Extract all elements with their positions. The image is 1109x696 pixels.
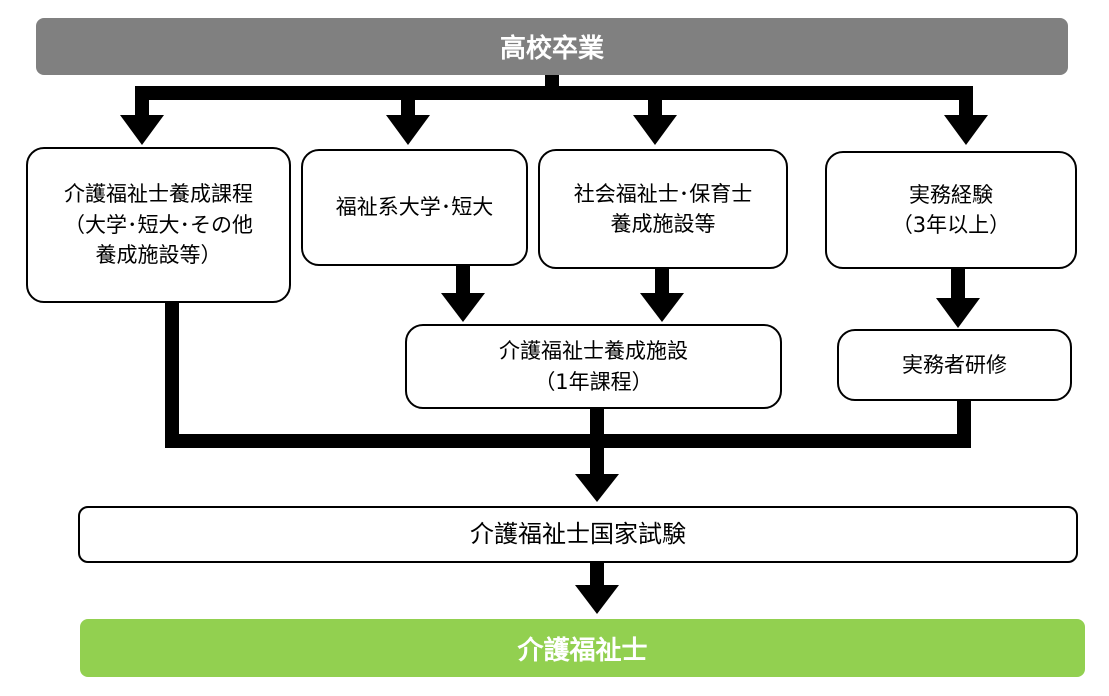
certified-care-worker-bar: 介護福祉士 (80, 619, 1085, 677)
national-exam-box: 介護福祉士国家試験 (78, 506, 1078, 563)
connector-line (959, 86, 973, 116)
connector-line (590, 561, 604, 587)
connector-line (951, 267, 965, 299)
route-label: 社会福祉士･保育士 養成施設等 (573, 181, 753, 236)
connector-line (401, 86, 415, 116)
connector-line (456, 265, 470, 295)
connector-line (165, 434, 971, 448)
route-welfare-university: 福祉系大学･短大 (301, 149, 528, 266)
intermediate-label: 実務者研修 (902, 352, 1007, 377)
arrow-down-icon (441, 293, 485, 322)
connector-line (135, 86, 973, 100)
arrow-down-icon (575, 474, 619, 502)
arrow-down-icon (936, 298, 980, 328)
connector-line (957, 399, 971, 448)
national-exam-label: 介護福祉士国家試験 (470, 520, 686, 549)
high-school-graduation-bar: 高校卒業 (36, 18, 1068, 75)
arrow-down-icon (944, 115, 988, 145)
connector-line (590, 407, 604, 477)
connector-line (655, 267, 669, 295)
route-social-worker-nursery-training: 社会福祉士･保育士 養成施設等 (538, 149, 788, 269)
certified-care-worker-label: 介護福祉士 (517, 635, 648, 666)
route-label: 実務経験 （3年以上） (891, 182, 1011, 237)
arrow-down-icon (120, 115, 164, 145)
arrow-down-icon (386, 115, 430, 145)
route-work-experience: 実務経験 （3年以上） (825, 151, 1077, 269)
intermediate-label: 介護福祉士養成施設 （1年課程） (499, 339, 688, 394)
connector-line (165, 301, 179, 448)
practitioner-training: 実務者研修 (837, 329, 1072, 401)
arrow-down-icon (575, 585, 619, 614)
one-year-training-facility: 介護福祉士養成施設 （1年課程） (405, 324, 782, 409)
high-school-graduation-label: 高校卒業 (499, 34, 604, 64)
route-label: 福祉系大学･短大 (335, 195, 494, 220)
connector-line (135, 86, 149, 116)
route-label: 介護福祉士養成課程 （大学･短大･その他 養成施設等） (64, 182, 253, 268)
arrow-down-icon (633, 115, 677, 145)
arrow-down-icon (640, 293, 684, 322)
connector-line (648, 86, 662, 116)
route-care-worker-training-course: 介護福祉士養成課程 （大学･短大･その他 養成施設等） (26, 147, 291, 303)
